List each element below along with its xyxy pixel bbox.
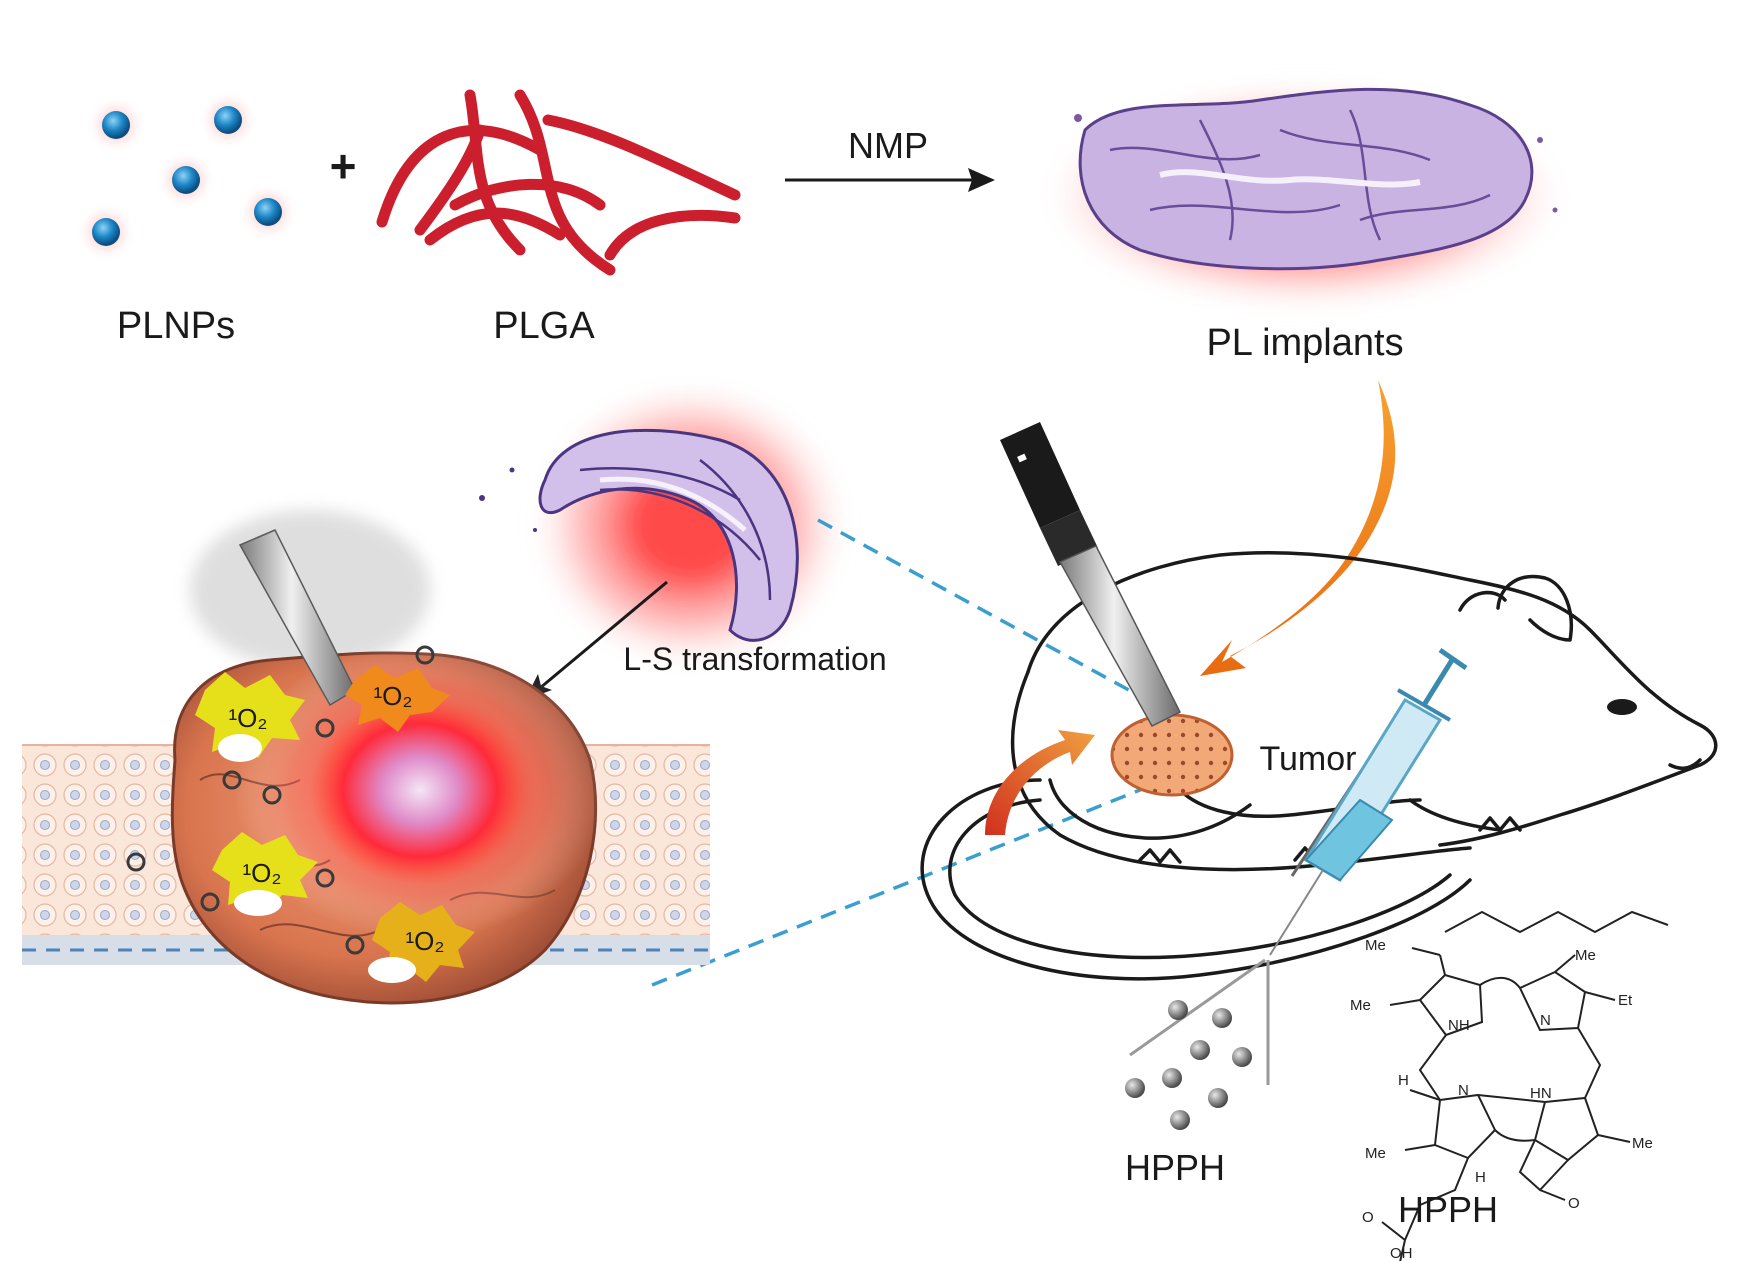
chem-label-o: O [1362,1209,1374,1226]
singlet-oxygen-label: ¹O₂ [406,926,445,956]
pl-implants-image [1035,75,1575,315]
hpph-particle [315,868,335,888]
nanoparticle [156,150,216,210]
hpph-structure-labels: Me Me Et Me NH N N HN H Me Me H O O OH [1350,937,1653,1261]
nanoparticle [238,182,298,242]
hpph-particle [345,935,365,955]
hpph-particle [415,645,435,665]
hpph-structure-label: HPPH [1398,1189,1498,1230]
plus-sign: + [330,140,357,192]
plga-label: PLGA [493,305,595,347]
hpph-particle [222,770,242,790]
singlet-oxygen-label: ¹O₂ [243,858,282,888]
hpph-structure [1381,910,1669,1261]
light-source-device [1000,422,1182,727]
mouse-tumor [1110,713,1234,797]
chem-label-me: Me [1365,1145,1386,1162]
singlet-oxygen-burst: ¹O₂ [195,672,305,762]
hpph-particle [262,785,282,805]
hpph-zoom-lines [1129,958,1270,1085]
hpph-particles [1125,1000,1252,1130]
chem-label-n: N [1458,1082,1469,1099]
chem-label-me: Me [1365,937,1386,954]
chem-label-me: Me [1350,997,1371,1014]
chem-label-oh: OH [1390,1245,1413,1261]
singlet-oxygen-label: ¹O₂ [229,703,268,733]
chem-label-o: O [1568,1195,1580,1212]
plnps-label: PLNPs [117,305,235,347]
singlet-oxygen-burst: ¹O₂ [345,665,450,732]
chem-label-h: H [1398,1072,1409,1089]
singlet-oxygen-bursts: ¹O₂ ¹O₂ ¹O₂ ¹O₂ [195,665,475,983]
implant-delivery-arrow [1200,380,1396,676]
ls-transformation-label: L-S transformation [623,641,886,677]
chem-label-n: N [1540,1012,1551,1029]
singlet-oxygen-label: ¹O₂ [374,681,413,711]
singlet-oxygen-burst: ¹O₂ [368,902,475,983]
small-glow-arrow [985,730,1095,835]
nanoparticle [86,95,146,155]
tumor-hpph-particles [126,645,435,955]
plnps-particles [76,90,298,262]
chem-label-me: Me [1575,947,1596,964]
hpph-particles-label: HPPH [1125,1147,1225,1188]
tumor-label: Tumor [1260,740,1357,778]
plga-polymer [376,89,741,276]
hpph-particle [126,852,146,872]
hpph-particle [315,718,335,738]
chem-label-h: H [1475,1169,1486,1186]
singlet-oxygen-burst: ¹O₂ [212,832,318,916]
nanoparticle [198,90,258,150]
chem-label-me: Me [1632,1135,1653,1152]
chem-label-et: Et [1618,992,1633,1009]
nmp-label: NMP [848,125,928,166]
ls-implant-image [479,375,855,675]
hpph-particle [200,892,220,912]
nanoparticle [76,202,136,262]
chem-label-nh: NH [1448,1017,1470,1034]
pl-implants-label: PL implants [1206,322,1403,364]
syringe [1269,647,1468,956]
chem-label-hn: HN [1530,1085,1552,1102]
reaction-arrow [785,168,995,192]
tumor-mass [170,640,605,1005]
